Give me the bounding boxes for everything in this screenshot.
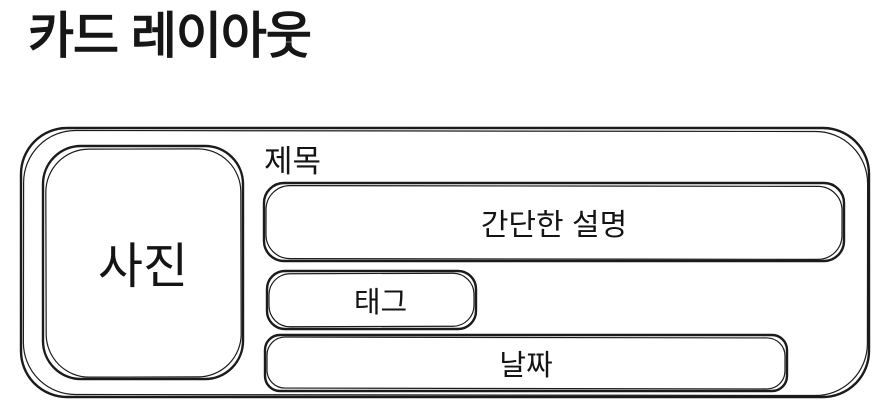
page-title: 카드 레이아웃 [28,8,312,64]
card-title-label: 제목 [264,143,322,179]
tag-placeholder-label: 태그 [353,287,408,319]
photo-box-shape [41,144,245,381]
description-placeholder-label: 간단한 설명 [480,209,628,242]
description-box-shape [262,181,846,263]
card-outline-shape [19,126,871,399]
tag-box-shape [265,269,478,331]
date-box-shape [263,333,789,393]
photo-placeholder-label: 사진 [97,240,189,294]
date-placeholder-label: 날짜 [499,350,553,382]
